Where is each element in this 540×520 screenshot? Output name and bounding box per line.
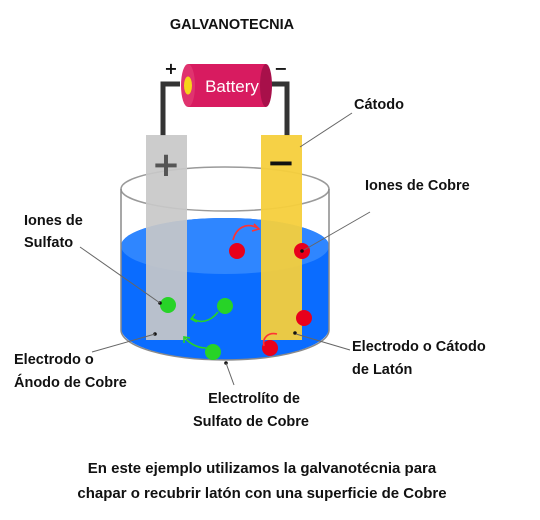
anode-sign: + bbox=[152, 145, 181, 185]
beaker bbox=[120, 189, 330, 361]
cathode-plate bbox=[261, 135, 302, 340]
caption-line2: chapar o recubrir latón con una superfic… bbox=[77, 485, 446, 502]
marker-dot bbox=[300, 249, 304, 253]
copper-ion bbox=[262, 340, 278, 356]
label-catodo: Cátodo bbox=[354, 97, 404, 113]
copper-motion-arrow bbox=[262, 332, 278, 347]
battery-label: Battery bbox=[205, 77, 259, 96]
battery-end bbox=[260, 64, 272, 107]
circuit-wires bbox=[160, 81, 290, 136]
diagram-title: GALVANOTECNIA bbox=[170, 17, 295, 33]
cathode-electrode: − bbox=[261, 135, 302, 340]
label-anodo-line1: Electrodo o bbox=[14, 352, 94, 368]
copper-ion bbox=[229, 243, 245, 259]
sulfate-ions bbox=[160, 297, 233, 360]
sulfate-motion-arrow bbox=[191, 311, 219, 323]
leader-iones-sulfato bbox=[79, 246, 161, 304]
leader-iones-cobre bbox=[303, 211, 371, 251]
leader-anodo bbox=[91, 333, 156, 353]
arrowhead bbox=[183, 336, 191, 343]
sulfate-motion-arrow bbox=[184, 337, 207, 349]
arrowhead bbox=[189, 313, 198, 323]
label-iones-cobre: Iones de Cobre bbox=[365, 178, 470, 194]
label-catodo-laton-line2: de Latón bbox=[352, 362, 412, 378]
label-catodo-laton-line1: Electrodo o Cátodo bbox=[352, 339, 486, 355]
leader-lines bbox=[79, 112, 371, 386]
label-electrolito-line2: Sulfato de Cobre bbox=[193, 414, 309, 430]
copper-ion bbox=[296, 310, 312, 326]
sulfate-ion bbox=[205, 344, 221, 360]
label-iones-sulfato-line2: Sulfato bbox=[24, 235, 73, 251]
copper-ions bbox=[229, 243, 312, 356]
cathode-sign: − bbox=[267, 143, 296, 183]
anode-wire bbox=[160, 81, 180, 136]
leader-catodo bbox=[299, 112, 353, 148]
battery: Battery + − bbox=[164, 59, 288, 107]
beaker-bottom bbox=[120, 329, 330, 361]
battery-body bbox=[188, 64, 266, 107]
battery-minus-sign: − bbox=[274, 59, 287, 78]
leader-electrolito bbox=[225, 362, 235, 386]
leader-catodo-laton bbox=[295, 333, 351, 351]
label-electrolito-line1: Electrolíto de bbox=[208, 391, 300, 407]
caption-line1: En este ejemplo utilizamos la galvanotéc… bbox=[88, 460, 437, 477]
sulfate-ion bbox=[217, 298, 233, 314]
copper-motion-arrow bbox=[232, 224, 259, 241]
battery-terminal bbox=[184, 76, 192, 95]
label-anodo-line2: Ánodo de Cobre bbox=[14, 374, 127, 391]
ion-motion-arrows bbox=[183, 223, 278, 349]
cathode-wire bbox=[268, 81, 290, 136]
markers bbox=[153, 249, 304, 365]
label-iones-sulfato-line1: Iones de bbox=[24, 213, 83, 229]
battery-plus-sign: + bbox=[164, 59, 177, 78]
sulfate-ion bbox=[160, 297, 176, 313]
arrowhead bbox=[251, 223, 261, 232]
marker-dot bbox=[293, 331, 297, 335]
